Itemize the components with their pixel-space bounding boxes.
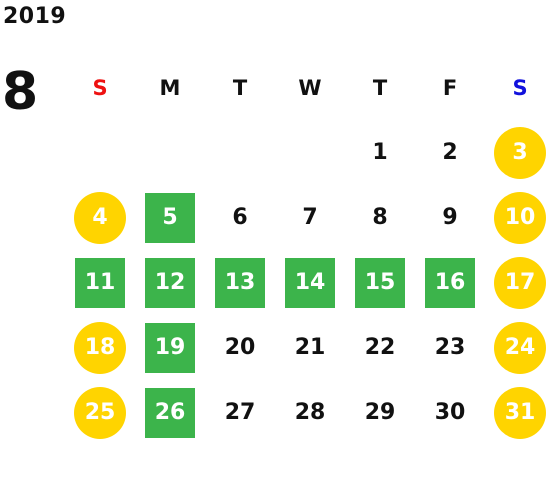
marked-day[interactable]: 19 — [145, 322, 195, 373]
day-cell: 9 — [415, 185, 485, 250]
day-cell: 26 — [135, 380, 205, 445]
weekend-day[interactable]: 18 — [74, 321, 126, 374]
marked-day[interactable]: 11 — [75, 257, 125, 308]
calendar-month: 8 — [2, 62, 39, 122]
day-cell: 28 — [275, 380, 345, 445]
day-cell: 15 — [345, 250, 415, 315]
weekend-day[interactable]: 3 — [494, 126, 546, 179]
weekday-header: T — [232, 75, 248, 100]
day-number[interactable]: 1 — [372, 140, 388, 165]
day-cell: 3 — [485, 120, 548, 185]
day-number[interactable]: 20 — [224, 335, 256, 360]
day-cell: 23 — [415, 315, 485, 380]
day-cell: 6 — [205, 185, 275, 250]
day-number[interactable]: 27 — [224, 400, 256, 425]
weekday-header: F — [442, 75, 458, 100]
marked-day[interactable]: 26 — [145, 387, 195, 438]
weekday-header: S — [512, 75, 528, 100]
day-cell: 1 — [345, 120, 415, 185]
day-number[interactable]: 28 — [294, 400, 326, 425]
day-cell: 21 — [275, 315, 345, 380]
day-number[interactable]: 8 — [372, 205, 388, 230]
day-cell: 22 — [345, 315, 415, 380]
marked-day[interactable]: 13 — [215, 257, 265, 308]
day-number[interactable]: 29 — [364, 400, 396, 425]
empty-day-cell — [135, 120, 205, 185]
weekend-day[interactable]: 4 — [74, 191, 126, 244]
weekday-header: W — [298, 75, 322, 100]
weekend-day[interactable]: 17 — [494, 256, 546, 309]
day-number[interactable]: 30 — [434, 400, 466, 425]
day-cell: 29 — [345, 380, 415, 445]
day-cell: 17 — [485, 250, 548, 315]
day-cell: 16 — [415, 250, 485, 315]
weekday-header: M — [159, 75, 181, 100]
empty-day-cell — [65, 120, 135, 185]
day-cell: 24 — [485, 315, 548, 380]
empty-day-cell — [275, 120, 345, 185]
day-cell: 13 — [205, 250, 275, 315]
marked-day[interactable]: 16 — [425, 257, 475, 308]
calendar-year: 2019 — [3, 4, 67, 29]
weekend-day[interactable]: 25 — [74, 386, 126, 439]
marked-day[interactable]: 5 — [145, 192, 195, 243]
day-cell: 10 — [485, 185, 548, 250]
day-cell: 12 — [135, 250, 205, 315]
day-cell: 14 — [275, 250, 345, 315]
weekend-day[interactable]: 10 — [494, 191, 546, 244]
day-cell: 25 — [65, 380, 135, 445]
day-cell: 4 — [65, 185, 135, 250]
day-number[interactable]: 2 — [442, 140, 458, 165]
day-cell: 11 — [65, 250, 135, 315]
marked-day[interactable]: 14 — [285, 257, 335, 308]
day-cell: 31 — [485, 380, 548, 445]
day-cell: 8 — [345, 185, 415, 250]
empty-day-cell — [205, 120, 275, 185]
day-number[interactable]: 6 — [232, 205, 248, 230]
day-cell: 20 — [205, 315, 275, 380]
weekday-header: T — [372, 75, 388, 100]
weekend-day[interactable]: 24 — [494, 321, 546, 374]
day-cell: 19 — [135, 315, 205, 380]
day-number[interactable]: 7 — [302, 205, 318, 230]
day-number[interactable]: 23 — [434, 335, 466, 360]
marked-day[interactable]: 12 — [145, 257, 195, 308]
day-number[interactable]: 21 — [294, 335, 326, 360]
day-cell: 2 — [415, 120, 485, 185]
day-cell: 27 — [205, 380, 275, 445]
day-cell: 30 — [415, 380, 485, 445]
day-cell: 18 — [65, 315, 135, 380]
day-cell: 5 — [135, 185, 205, 250]
weekend-day[interactable]: 31 — [494, 386, 546, 439]
day-number[interactable]: 9 — [442, 205, 458, 230]
weekday-header: S — [92, 75, 108, 100]
day-cell: 7 — [275, 185, 345, 250]
marked-day[interactable]: 15 — [355, 257, 405, 308]
day-number[interactable]: 22 — [364, 335, 396, 360]
